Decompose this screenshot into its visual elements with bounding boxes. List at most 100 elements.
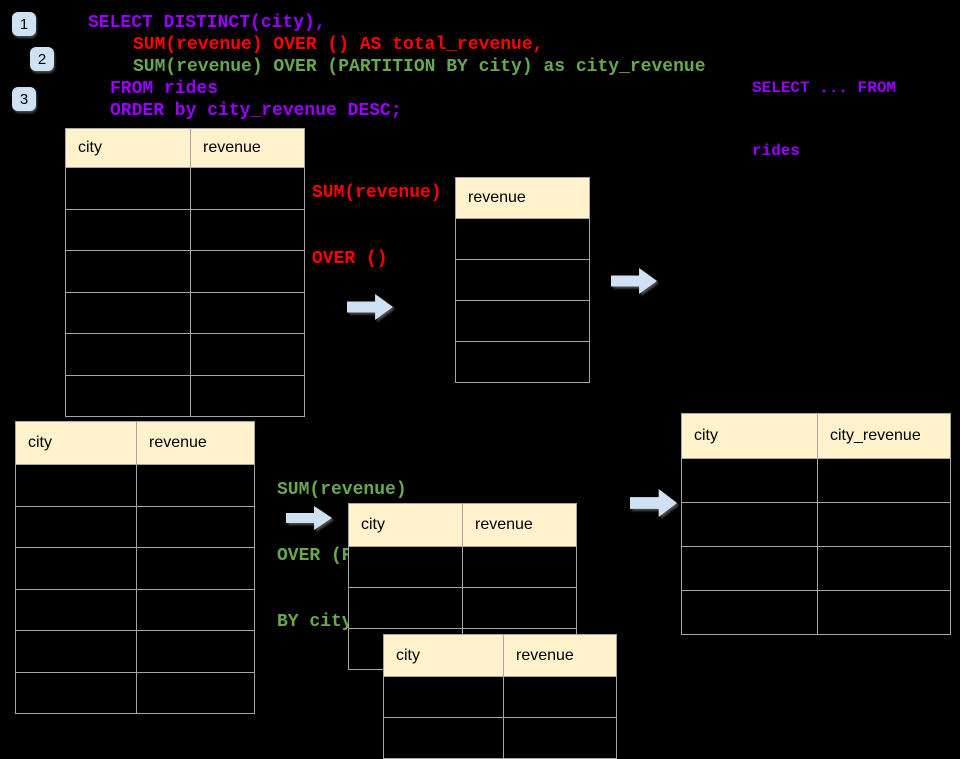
table-row bbox=[16, 505, 254, 548]
table-cell bbox=[66, 293, 190, 334]
table-header-row: city revenue bbox=[384, 635, 616, 676]
table-cell bbox=[136, 631, 254, 672]
sql-line-select: SELECT DISTINCT(city), bbox=[88, 13, 326, 33]
table-cell bbox=[682, 591, 817, 634]
table-cell bbox=[190, 334, 304, 375]
table-partition-overlay: city revenue bbox=[383, 634, 617, 759]
table-header-row: city revenue bbox=[16, 422, 254, 464]
column-header-city: city bbox=[694, 427, 718, 444]
table-cell bbox=[456, 342, 589, 382]
column-header-revenue: revenue bbox=[462, 504, 576, 546]
table-city-revenue-result: city city_revenue bbox=[681, 413, 951, 635]
step-badge-3: 3 bbox=[12, 87, 36, 111]
total-revenue-annotation-line1: SUM(revenue) bbox=[312, 183, 442, 203]
table-source-bottom: city revenue bbox=[15, 421, 255, 714]
table-cell bbox=[190, 375, 304, 416]
table-body bbox=[384, 676, 616, 758]
table-body bbox=[682, 458, 950, 634]
table-cell bbox=[349, 588, 462, 628]
table-cell bbox=[462, 547, 576, 587]
sql-line-total-revenue: SUM(revenue) OVER () AS total_revenue, bbox=[133, 35, 544, 55]
table-cell bbox=[817, 591, 950, 634]
table-row bbox=[16, 630, 254, 672]
table-cell bbox=[16, 507, 136, 548]
table-cell bbox=[503, 718, 616, 758]
table-cell bbox=[682, 459, 817, 502]
column-header-city: city bbox=[361, 516, 385, 533]
sql-line-from: FROM rides bbox=[110, 79, 219, 99]
table-cell bbox=[384, 677, 503, 717]
sql-line-order: ORDER by city_revenue DESC; bbox=[110, 101, 402, 121]
table-row bbox=[66, 374, 304, 417]
table-cell bbox=[456, 260, 589, 300]
table-cell bbox=[66, 168, 190, 209]
arrow-right-icon bbox=[611, 268, 657, 294]
table-row bbox=[682, 502, 950, 546]
column-header-city-revenue: city_revenue bbox=[817, 414, 950, 458]
table-cell bbox=[136, 548, 254, 589]
table-header-row: city city_revenue bbox=[682, 414, 950, 458]
table-row bbox=[66, 291, 304, 334]
table-cell bbox=[66, 334, 190, 375]
table-source-top: city revenue bbox=[65, 128, 305, 417]
arrow-shape bbox=[630, 489, 677, 517]
table-header-row: city revenue bbox=[349, 504, 576, 546]
table-cell bbox=[817, 459, 950, 502]
table-row bbox=[349, 546, 576, 587]
table-cell bbox=[190, 209, 304, 250]
table-body bbox=[66, 167, 304, 416]
table-cell bbox=[503, 677, 616, 717]
table-row bbox=[349, 587, 576, 628]
table-row bbox=[66, 250, 304, 292]
column-header-city: city bbox=[396, 646, 420, 664]
table-cell bbox=[136, 589, 254, 630]
table-cell bbox=[456, 301, 589, 341]
arrow-shape bbox=[347, 294, 393, 320]
table-cell bbox=[66, 251, 190, 292]
table-row bbox=[16, 671, 254, 714]
table-row bbox=[682, 546, 950, 590]
table-row bbox=[456, 218, 589, 259]
arrow-right-icon bbox=[286, 506, 332, 530]
table-cell bbox=[682, 503, 817, 546]
table-cell bbox=[817, 547, 950, 590]
total-revenue-annotation-line2: OVER () bbox=[312, 249, 388, 269]
step-badge-2: 2 bbox=[30, 47, 54, 71]
table-cell bbox=[66, 210, 190, 251]
arrow-right-icon bbox=[630, 489, 677, 517]
sql-line-city-revenue: SUM(revenue) OVER (PARTITION BY city) as… bbox=[133, 57, 706, 77]
table-total-result: revenue bbox=[455, 177, 590, 383]
table-cell bbox=[190, 251, 304, 292]
from-rides-note-line2: rides bbox=[752, 142, 801, 160]
table-cell bbox=[136, 672, 254, 713]
column-header-revenue: revenue bbox=[136, 422, 254, 464]
table-row bbox=[384, 676, 616, 717]
table-row bbox=[66, 333, 304, 375]
table-cell bbox=[682, 547, 817, 590]
total-revenue-annotation: SUM(revenue) OVER () bbox=[312, 138, 442, 314]
column-header-revenue: revenue bbox=[503, 635, 616, 676]
table-cell bbox=[817, 503, 950, 546]
table-cell bbox=[349, 547, 462, 587]
column-header-city: city bbox=[28, 434, 52, 451]
table-cell bbox=[136, 465, 254, 506]
step-badge-1: 1 bbox=[12, 12, 36, 36]
arrow-shape bbox=[286, 506, 332, 530]
table-row bbox=[456, 300, 589, 341]
table-cell bbox=[66, 376, 190, 417]
table-cell bbox=[462, 588, 576, 628]
from-rides-note: SELECT ... FROM rides bbox=[752, 36, 896, 204]
table-row bbox=[16, 464, 254, 506]
table-cell bbox=[16, 673, 136, 714]
from-rides-note-line1: SELECT ... FROM bbox=[752, 79, 897, 97]
table-cell bbox=[136, 506, 254, 547]
table-row bbox=[16, 547, 254, 589]
table-cell bbox=[190, 292, 304, 333]
table-cell bbox=[456, 219, 589, 259]
table-cell bbox=[190, 168, 304, 209]
table-cell bbox=[16, 631, 136, 672]
table-cell bbox=[16, 590, 136, 631]
table-row bbox=[66, 167, 304, 209]
table-row bbox=[456, 259, 589, 300]
column-header-revenue: revenue bbox=[190, 129, 304, 167]
